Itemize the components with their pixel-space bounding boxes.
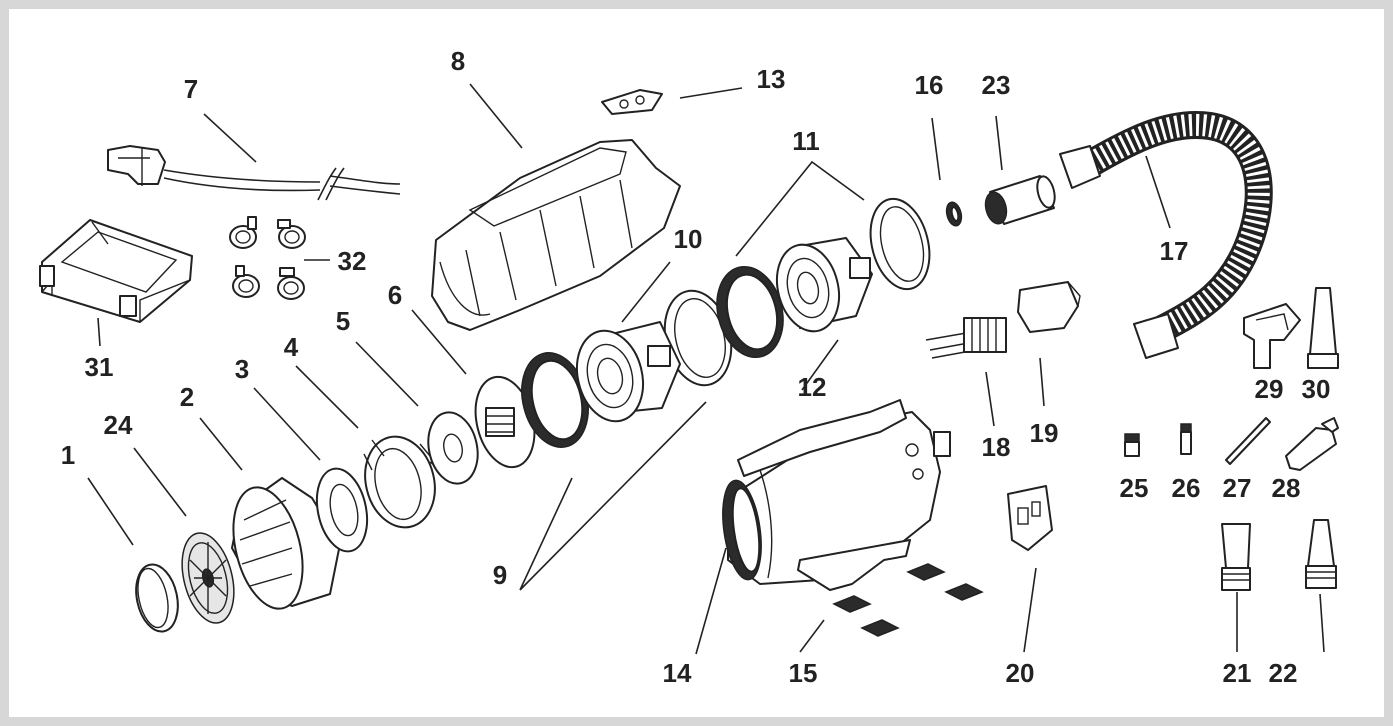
- main-body-part: [722, 399, 951, 591]
- tube-part: [984, 175, 1056, 225]
- flat-nozzle-part: [1221, 523, 1251, 591]
- bracket-part: [601, 89, 663, 115]
- part-number-labels: 1 2 3 4 5 6 7 8 9 10 11 12 13 14 15 16 1…: [61, 46, 1331, 688]
- motor-part-2: [776, 237, 873, 333]
- part-label-2: 2: [180, 382, 194, 412]
- part-label-29: 29: [1255, 374, 1284, 404]
- part-label-17: 17: [1160, 236, 1189, 266]
- part-label-21: 21: [1223, 658, 1252, 688]
- part-label-28: 28: [1272, 473, 1301, 503]
- part-label-18: 18: [982, 432, 1011, 462]
- part-label-8: 8: [451, 46, 465, 76]
- flange-part: [474, 375, 536, 469]
- part-label-14: 14: [663, 658, 692, 688]
- stand-tray-part: [39, 219, 193, 323]
- part-label-31: 31: [85, 352, 114, 382]
- part-label-23: 23: [982, 70, 1011, 100]
- part-label-10: 10: [674, 224, 703, 254]
- front-cap-part: [231, 477, 341, 610]
- part-label-7: 7: [184, 74, 198, 104]
- tip-nozzle-part: [1285, 417, 1339, 471]
- part-label-4: 4: [284, 332, 299, 362]
- part-label-24: 24: [104, 410, 133, 440]
- funnel-nozzle-part: [1017, 281, 1081, 333]
- seal-ring-part-d: [869, 197, 931, 291]
- part-label-25: 25: [1120, 473, 1149, 503]
- switch-assembly-part: [925, 317, 1007, 359]
- part-label-20: 20: [1006, 658, 1035, 688]
- ring-part: [315, 467, 369, 553]
- part-label-3: 3: [235, 354, 249, 384]
- part-label-19: 19: [1030, 418, 1059, 448]
- small-plug-part: [1180, 423, 1192, 455]
- small-ring-part: [945, 201, 963, 227]
- part-label-22: 22: [1269, 658, 1298, 688]
- grille-part: [181, 532, 235, 624]
- part-label-6: 6: [388, 280, 402, 310]
- leader-lines: [87, 83, 1325, 655]
- part-label-9: 9: [493, 560, 507, 590]
- shaped-nozzle-part: [1243, 303, 1301, 369]
- part-label-1: 1: [61, 440, 75, 470]
- ring-bracket-part: [363, 435, 441, 529]
- washer-part: [427, 411, 479, 485]
- seal-ring-part-a: [521, 352, 589, 448]
- filter-pad-part: [135, 563, 179, 633]
- rubber-feet-part: [832, 563, 984, 637]
- part-label-15: 15: [789, 658, 818, 688]
- part-label-16: 16: [915, 70, 944, 100]
- top-housing-part: [431, 139, 681, 331]
- part-label-32: 32: [338, 246, 367, 276]
- part-label-5: 5: [336, 306, 350, 336]
- part-label-12: 12: [798, 372, 827, 402]
- part-label-13: 13: [757, 64, 786, 94]
- motor-part: [576, 321, 681, 423]
- mount-bracket-part: [1007, 485, 1053, 551]
- seal-ring-part-c: [716, 265, 784, 359]
- part-label-26: 26: [1172, 473, 1201, 503]
- part-label-30: 30: [1302, 374, 1331, 404]
- hose-clamps-part: [229, 216, 306, 300]
- small-cap-part: [1124, 433, 1140, 457]
- concentrator-nozzle-part: [1305, 519, 1337, 589]
- part-label-27: 27: [1223, 473, 1252, 503]
- hose-part: [1059, 111, 1273, 359]
- power-cord-part: [107, 145, 401, 201]
- part-label-11: 11: [792, 126, 820, 156]
- rod-part: [1225, 417, 1271, 465]
- cone-nozzle-part: [1307, 287, 1339, 369]
